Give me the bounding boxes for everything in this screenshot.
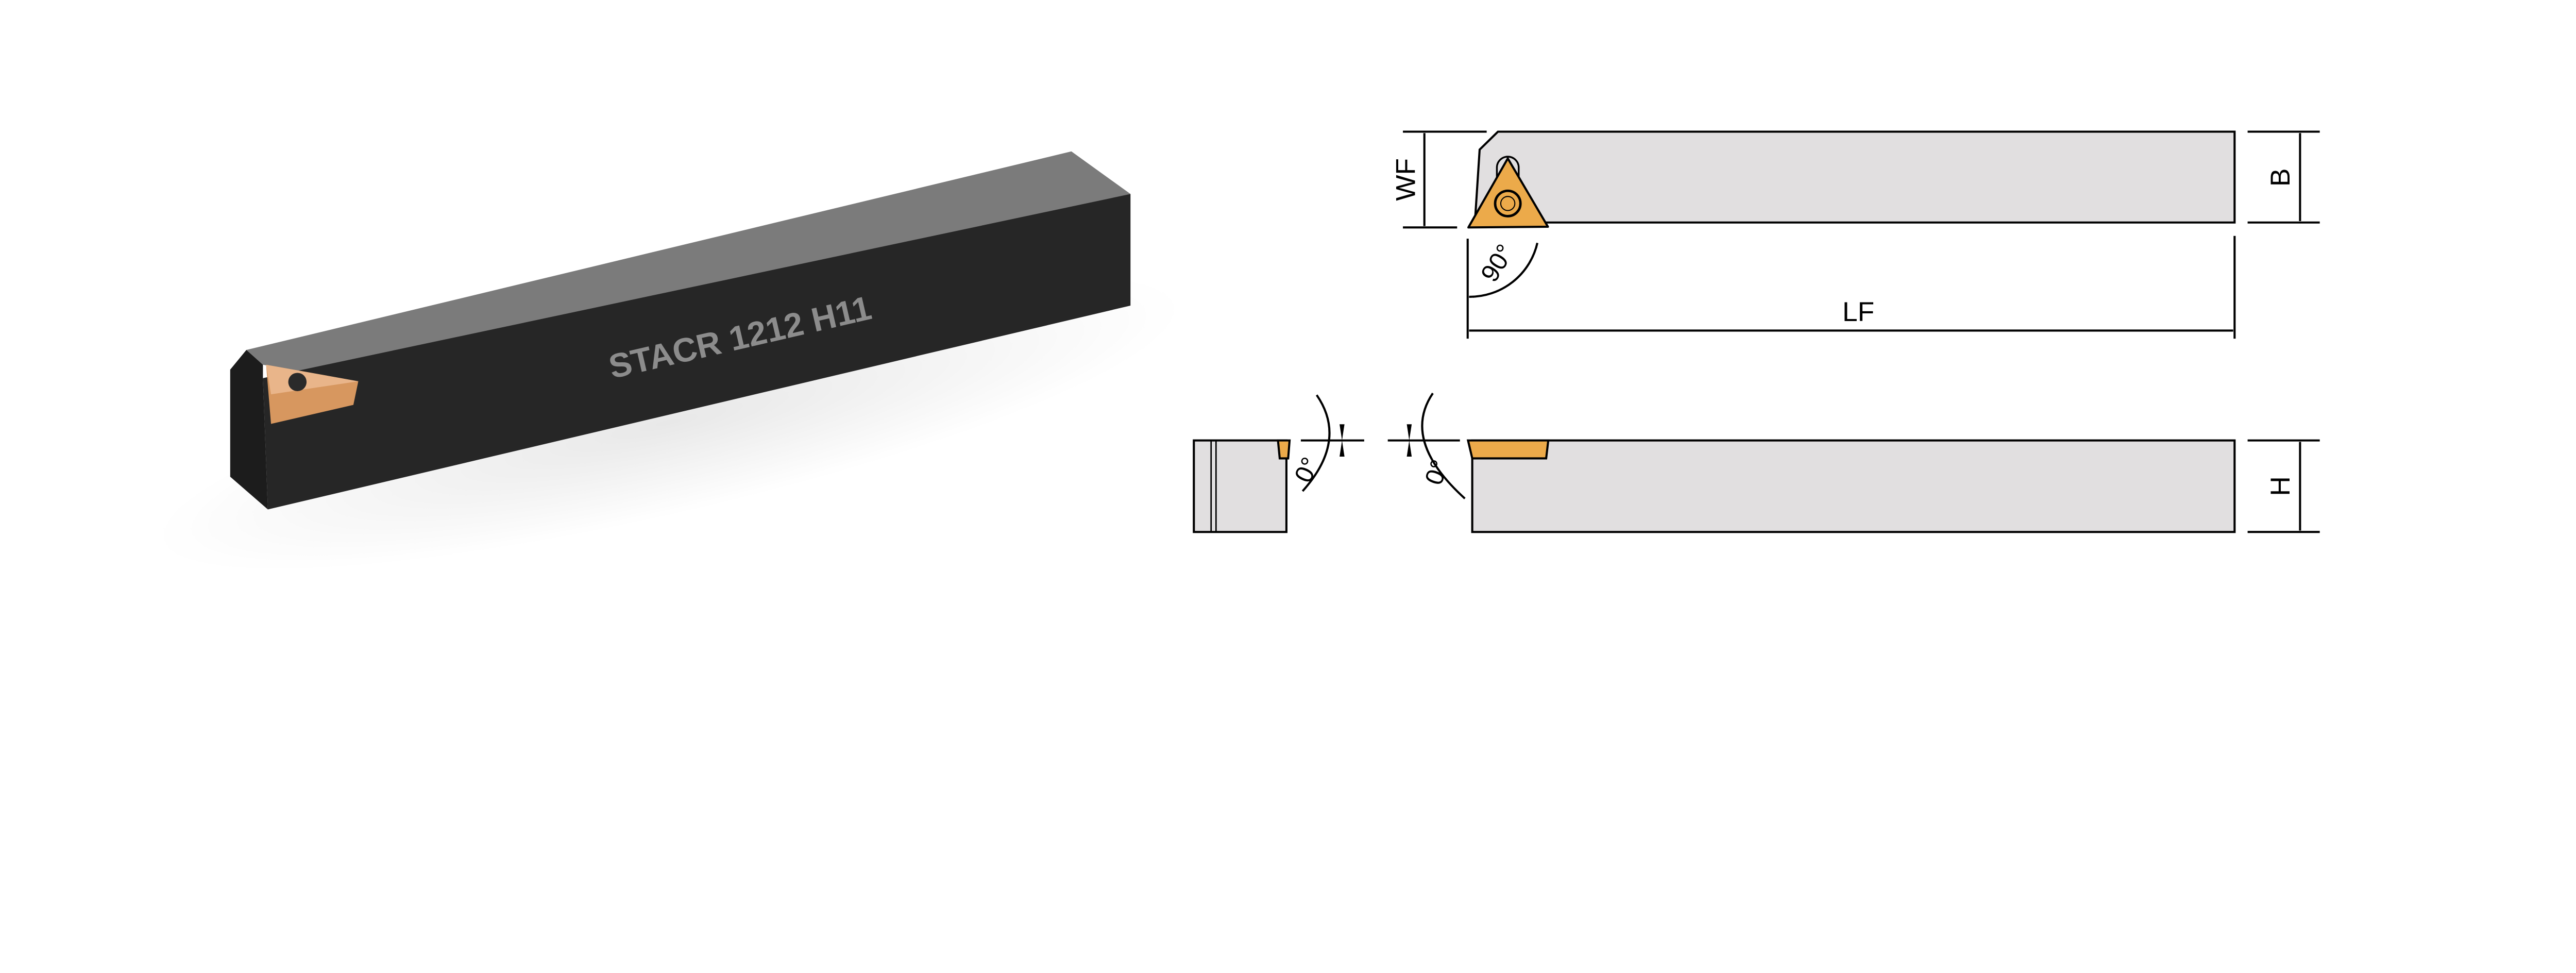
- screw-head: [1494, 189, 1522, 217]
- lf-label: LF: [1842, 297, 1874, 327]
- torx-icon: [1500, 196, 1516, 211]
- approach-angle-arc: [1469, 242, 1539, 298]
- arrow-icon: [1340, 424, 1345, 457]
- top-view-drawing: WF 90° LF B: [1391, 130, 2320, 339]
- side-view-drawing: 0° H: [1387, 392, 2320, 533]
- tool-holder-figure: STACR 1212 H11 WF 90° LF B 0°: [154, 130, 2320, 572]
- holder-top-view: [1473, 130, 2236, 227]
- side-rake-arc: [1301, 394, 1331, 492]
- holder-top-face: [246, 151, 1131, 381]
- h-label: H: [2265, 476, 2296, 496]
- front-rake-arc: [1421, 392, 1466, 499]
- approach-angle-label: 90°: [1475, 239, 1519, 287]
- wf-label: WF: [1391, 158, 1421, 201]
- side-rake-label: 0°: [1289, 453, 1325, 487]
- insert-end-view: [1277, 439, 1291, 460]
- b-label: B: [2265, 169, 2296, 187]
- end-view-drawing: 0°: [1193, 394, 1364, 533]
- insert-3d-top: [266, 364, 359, 395]
- holder-end-face: [230, 350, 268, 510]
- holder-side-view: [1471, 439, 2236, 533]
- holder-3d-render: STACR 1212 H11: [154, 151, 1184, 572]
- holder-front-face: [263, 194, 1131, 510]
- holder-end-view: [1193, 439, 1287, 533]
- torx-screw-icon: [288, 373, 307, 391]
- insert-side-view: [1466, 439, 1550, 460]
